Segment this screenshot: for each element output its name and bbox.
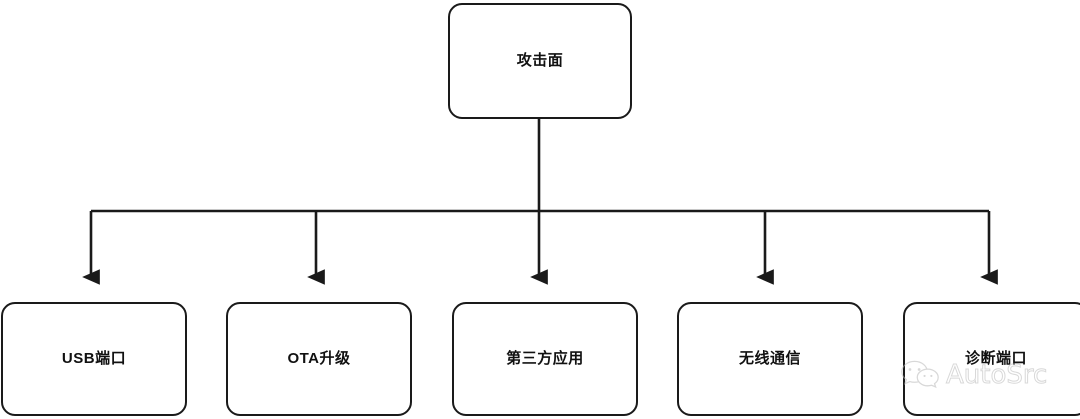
- node-usb-port[interactable]: USB端口: [1, 302, 187, 416]
- node-label-attack-surface: 攻击面: [516, 52, 564, 69]
- node-label-wireless-comm: 无线通信: [738, 350, 801, 367]
- node-label-ota-upgrade: OTA升级: [287, 350, 351, 367]
- node-ota-upgrade[interactable]: OTA升级: [226, 302, 412, 416]
- node-third-party-app[interactable]: 第三方应用: [452, 302, 638, 416]
- node-wireless-comm[interactable]: 无线通信: [677, 302, 863, 416]
- node-label-usb-port: USB端口: [61, 350, 127, 367]
- node-attack-surface[interactable]: 攻击面: [448, 3, 632, 119]
- node-label-diagnostic-port: 诊断端口: [964, 350, 1027, 367]
- node-diagnostic-port[interactable]: 诊断端口: [903, 302, 1080, 416]
- node-label-third-party-app: 第三方应用: [506, 350, 584, 367]
